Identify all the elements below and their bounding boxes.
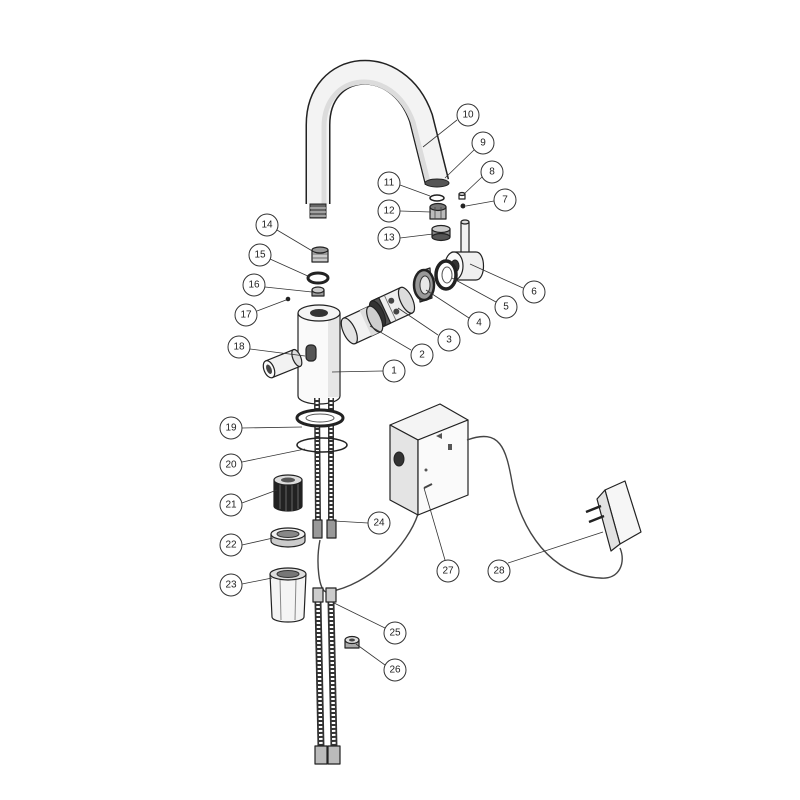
callout-6: 6 [522,280,546,304]
callout-label: 28 [493,566,505,577]
callouts: 1 2 3 4 5 6 7 8 9 10 11 12 13 14 15 16 1… [219,103,604,682]
callout-label: 10 [462,110,474,121]
callout-label: 8 [489,167,495,178]
callout-25: 25 [383,621,407,645]
control-box [389,403,469,516]
faucet-body [297,304,341,405]
callout-label: 18 [233,342,245,353]
callout-12: 12 [377,199,401,223]
callout-9: 9 [471,131,495,155]
callout-label: 15 [254,250,266,261]
callout-18: 18 [227,335,251,359]
cartridge-nut [412,267,436,303]
callout-28: 28 [487,559,511,583]
callout-label: 14 [261,220,273,231]
callout-label: 6 [531,287,537,298]
callout-10: 10 [456,103,480,127]
callout-16: 16 [242,273,266,297]
grub-screw [458,191,466,200]
callout-label: 3 [446,335,452,346]
small-ball [460,203,466,209]
flexible-hoses [312,587,341,765]
callout-13: 13 [377,226,401,250]
callout-label: 26 [389,665,401,676]
callout-label: 21 [225,500,237,511]
base-washer [295,408,345,428]
callout-8: 8 [480,160,504,184]
callout-11: 11 [377,171,401,195]
callout-2: 2 [410,343,434,367]
callout-label: 22 [225,540,237,551]
callout-23: 23 [219,573,243,597]
o-ring [296,437,348,453]
power-adapter [585,480,642,552]
callout-label: 11 [384,178,395,189]
aerator-insert [431,224,451,242]
callout-label: 24 [373,518,385,529]
callout-label: 20 [225,460,237,471]
callout-label: 25 [389,628,401,639]
callout-17: 17 [234,303,258,327]
callout-1: 1 [382,359,406,383]
callout-label: 9 [480,138,486,149]
callout-3: 3 [437,328,461,352]
callout-label: 5 [503,302,509,313]
callout-label: 1 [391,366,397,377]
callout-21: 21 [219,493,243,517]
aerator-nut [429,202,447,220]
callout-label: 4 [476,318,482,329]
retaining-ring [434,259,458,291]
spout-ring [306,271,330,285]
callout-20: 20 [219,453,243,477]
callout-24: 24 [367,511,391,535]
callout-19: 19 [219,416,243,440]
mounting-ring [270,527,306,548]
small-nut [311,286,325,297]
threaded-adapter [311,246,329,263]
callout-label: 13 [383,233,395,244]
callout-22: 22 [219,533,243,557]
callout-7: 7 [493,188,517,212]
callout-15: 15 [248,243,272,267]
hose-nut [344,635,360,649]
callout-label: 16 [248,280,260,291]
callout-label: 12 [383,206,395,217]
callout-label: 23 [225,580,237,591]
callout-label: 19 [225,423,237,434]
callout-5: 5 [494,295,518,319]
mounting-nut [269,567,307,623]
body-cap [340,305,384,345]
callout-26: 26 [383,658,407,682]
seal-ring [429,194,445,202]
filter-sleeve [273,474,303,512]
power-cable [466,435,623,579]
callout-label: 27 [442,566,454,577]
callout-label: 17 [240,310,252,321]
callout-4: 4 [467,311,491,335]
callout-27: 27 [436,559,460,583]
side-inlet [262,348,303,379]
detent-ball [285,296,291,302]
callout-label: 7 [502,195,508,206]
callout-label: 2 [419,350,425,361]
callout-14: 14 [255,213,279,237]
spout [305,59,450,219]
